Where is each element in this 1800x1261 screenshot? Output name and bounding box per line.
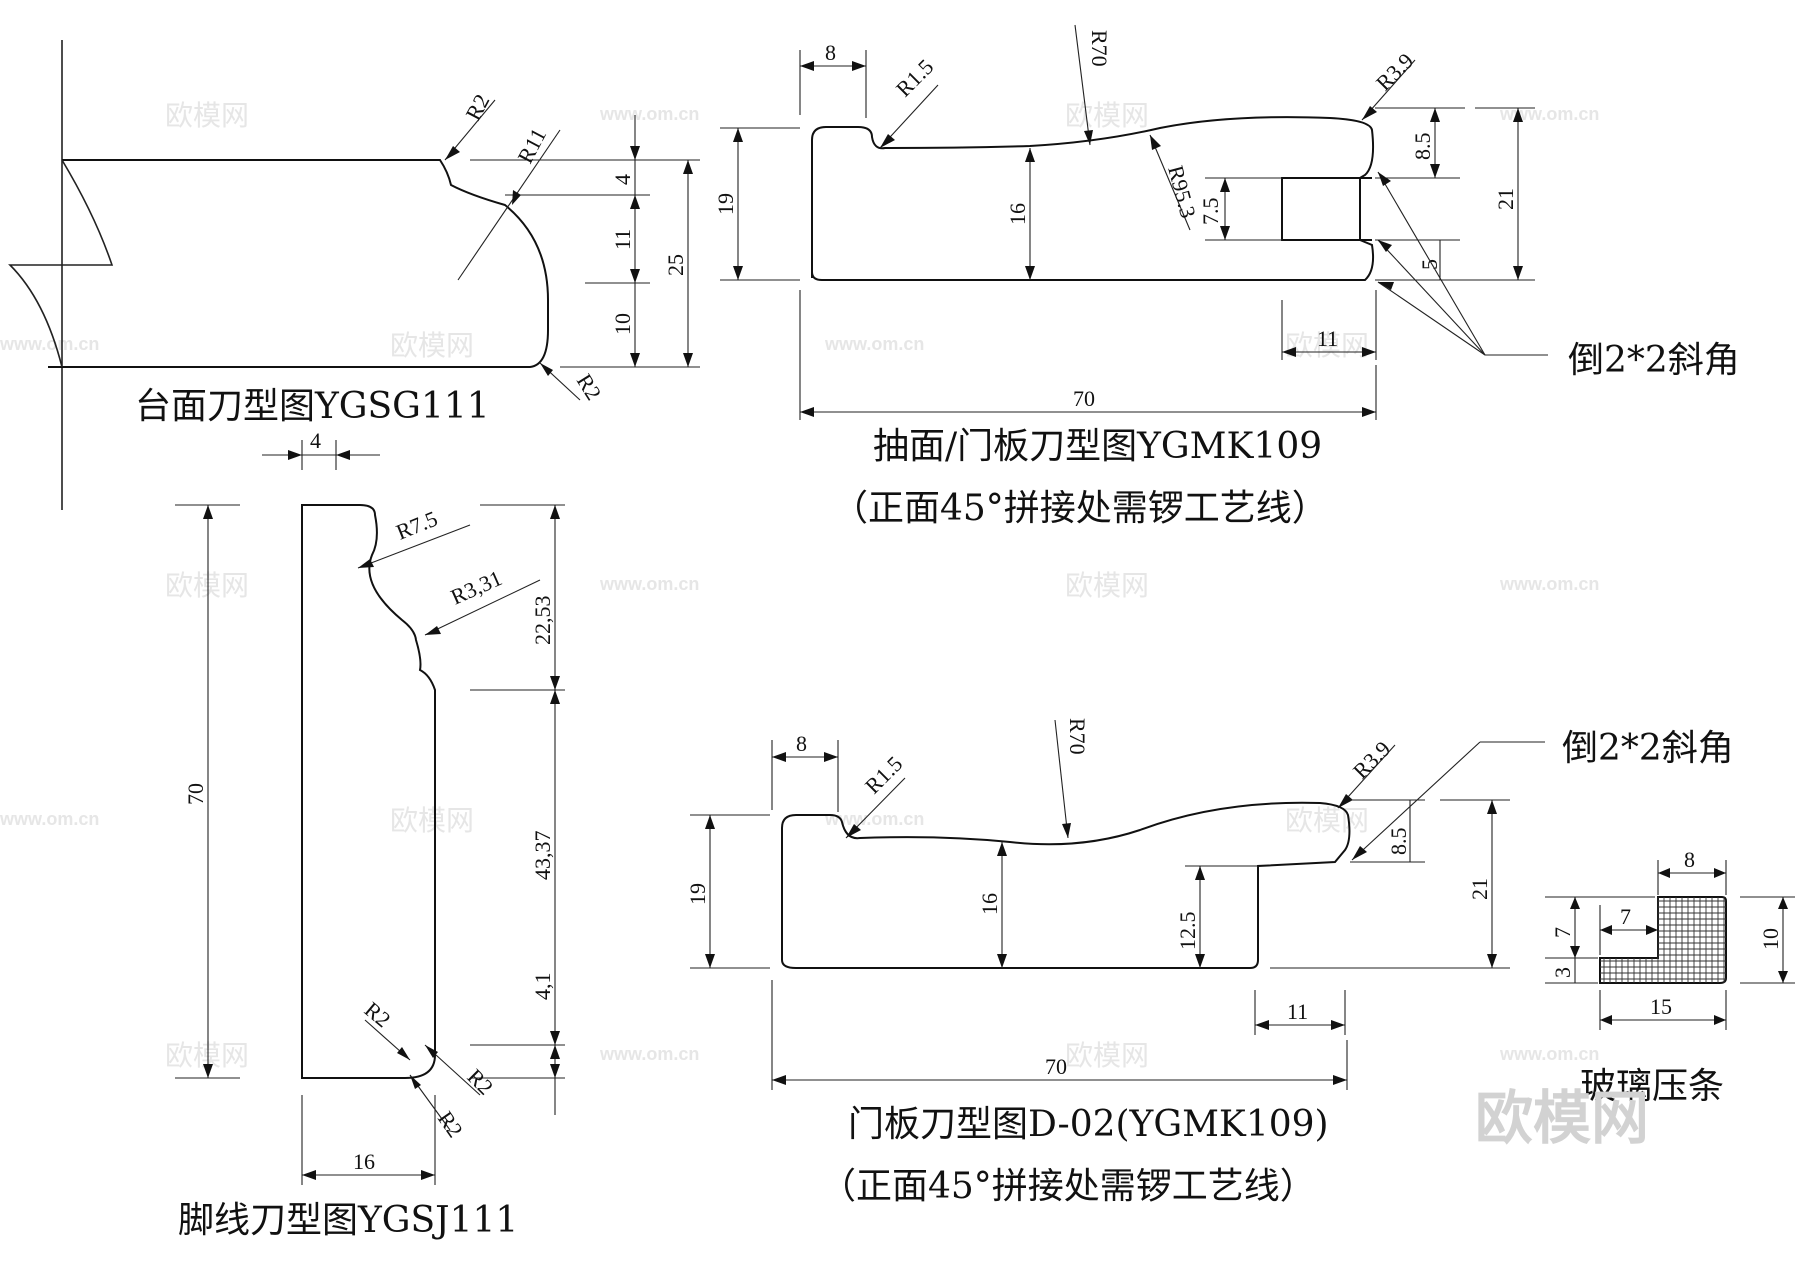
dim-r11: R11 xyxy=(512,124,551,167)
dim-skirting-r2-b: R2 xyxy=(462,1064,498,1100)
glass-strip-profile: 8 7 7 3 10 15 玻璃压条 xyxy=(1545,847,1795,1107)
watermark-url: www.om.cn xyxy=(599,1044,699,1064)
watermark-url: www.om.cn xyxy=(1499,574,1599,594)
door-profile: 8 R1.5 R70 R3.9 19 16 12.5 8.5 xyxy=(685,718,1734,1207)
caption-drawer-note: （正面45°拼接处需锣工艺线） xyxy=(832,488,1328,529)
caption-countertop: 台面刀型图YGSG111 xyxy=(135,386,490,427)
dim-glass-7: 7 xyxy=(1620,904,1631,929)
watermark-text: 欧模网 xyxy=(1065,99,1149,132)
dim-11: 11 xyxy=(610,229,635,250)
dim-door-8: 8 xyxy=(796,731,807,756)
dim-glass-3: 3 xyxy=(1550,967,1575,978)
watermark-url: www.om.cn xyxy=(1499,1044,1599,1064)
note-chamfer-2: 倒2*2斜角 xyxy=(1562,728,1734,769)
dim-glass-15: 15 xyxy=(1650,994,1672,1019)
door-outline xyxy=(781,801,1351,969)
dim-drawer-7-5: 7.5 xyxy=(1198,198,1223,226)
watermark-text: 欧模网 xyxy=(390,804,474,837)
watermark-url: www.om.cn xyxy=(0,809,99,829)
dim-door-r1-5: R1.5 xyxy=(860,751,908,799)
watermark-url: www.om.cn xyxy=(599,574,699,594)
dim-drawer-r70: R70 xyxy=(1087,30,1112,67)
dim-skirting-16: 16 xyxy=(353,1149,375,1174)
skirting-profile: 70 R7.5 R3,31 22,53 43,37 4,1 R2 R2 R2 xyxy=(175,504,565,1241)
dim-skirting-r2-c: R2 xyxy=(433,1107,468,1142)
caption-door-note: （正面45°拼接处需锣工艺线） xyxy=(820,1166,1316,1207)
dim-door-r3-9: R3.9 xyxy=(1348,736,1396,784)
dim-skirting-r2-a: R2 xyxy=(360,997,396,1033)
dim-door-16: 16 xyxy=(977,893,1002,915)
dim-drawer-r95-3: R95.3 xyxy=(1163,163,1201,221)
watermark-text: 欧模网 xyxy=(165,569,249,602)
dim-door-8-5: 8.5 xyxy=(1386,828,1411,856)
watermark-text: 欧模网 xyxy=(165,99,249,132)
dim-door-12-5: 12.5 xyxy=(1175,912,1200,951)
dim-door-11: 11 xyxy=(1287,999,1308,1024)
countertop-profile: R2 R11 R2 4 11 10 25 台面刀型图YGSG111 4 xyxy=(8,40,700,510)
dim-drawer-70: 70 xyxy=(1073,386,1095,411)
dim-drawer-r3-9: R3.9 xyxy=(1371,48,1419,96)
dim-door-19: 19 xyxy=(685,883,710,905)
dim-r2-bottom: R2 xyxy=(572,369,607,404)
dim-drawer-21: 21 xyxy=(1493,188,1518,210)
countertop-outline xyxy=(48,159,549,368)
dim-r2-top: R2 xyxy=(460,90,494,124)
watermark-url: www.om.cn xyxy=(824,334,924,354)
dim-skirting-22-53: 22,53 xyxy=(530,596,555,646)
dim-drawer-r1-5: R1.5 xyxy=(891,54,939,102)
dim-glass-8: 8 xyxy=(1684,847,1695,872)
skirting-outline xyxy=(301,504,436,1079)
caption-glass-strip: 玻璃压条 xyxy=(1580,1066,1724,1107)
dim-glass-10: 10 xyxy=(1758,928,1783,950)
caption-door: 门板刀型图D-02(YGMK109) xyxy=(848,1104,1329,1145)
glass-strip-hatch xyxy=(1599,896,1727,984)
dim-drawer-8: 8 xyxy=(825,40,836,65)
watermark-text: 欧模网 xyxy=(390,329,474,362)
watermark-logo: 欧模网 xyxy=(1475,1084,1649,1152)
watermark-url: www.om.cn xyxy=(824,809,924,829)
dim-skirting-4-1: 4,1 xyxy=(530,973,555,1001)
watermark-url: www.om.cn xyxy=(599,104,699,124)
watermark-url: www.om.cn xyxy=(0,334,99,354)
watermark-text: 欧模网 xyxy=(1285,329,1369,362)
dim-glass-7-left: 7 xyxy=(1550,927,1575,938)
watermark-text: 欧模网 xyxy=(1065,569,1149,602)
caption-drawer: 抽面/门板刀型图YGMK109 xyxy=(873,426,1322,467)
dim-10: 10 xyxy=(610,313,635,335)
caption-skirting: 脚线刀型图YGSJ111 xyxy=(178,1200,518,1241)
break-line xyxy=(8,159,114,368)
dim-skirting-70: 70 xyxy=(183,783,208,805)
dim-skirting-43-37: 43,37 xyxy=(530,831,555,881)
dim-4: 4 xyxy=(610,174,635,185)
watermark-url: www.om.cn xyxy=(1499,104,1599,124)
drawer-outline xyxy=(811,116,1375,281)
watermark-text: 欧模网 xyxy=(1065,1039,1149,1072)
dim-4-bottom: 4 xyxy=(310,428,321,453)
dim-door-70: 70 xyxy=(1045,1054,1067,1079)
dim-drawer-5: 5 xyxy=(1417,259,1442,270)
dim-drawer-8-5: 8.5 xyxy=(1410,133,1435,161)
dim-skirting-r3-31: R3,31 xyxy=(447,565,506,609)
note-chamfer-1: 倒2*2斜角 xyxy=(1568,340,1740,381)
drawer-profile: 8 R1.5 R70 R3.9 19 16 R95.3 7.5 xyxy=(713,24,1740,529)
watermark-layer: 欧模网 欧模网 www.om.cn www.om.cn 欧模网 欧模网 www.… xyxy=(0,99,1599,1072)
dim-door-r70: R70 xyxy=(1065,718,1090,755)
watermark-text: 欧模网 xyxy=(1285,804,1369,837)
dim-door-21: 21 xyxy=(1467,878,1492,900)
drawer-groove xyxy=(1281,177,1372,241)
dim-drawer-19: 19 xyxy=(713,193,738,215)
dim-drawer-11: 11 xyxy=(1317,326,1338,351)
dim-drawer-16: 16 xyxy=(1005,203,1030,225)
dim-25: 25 xyxy=(663,254,688,276)
